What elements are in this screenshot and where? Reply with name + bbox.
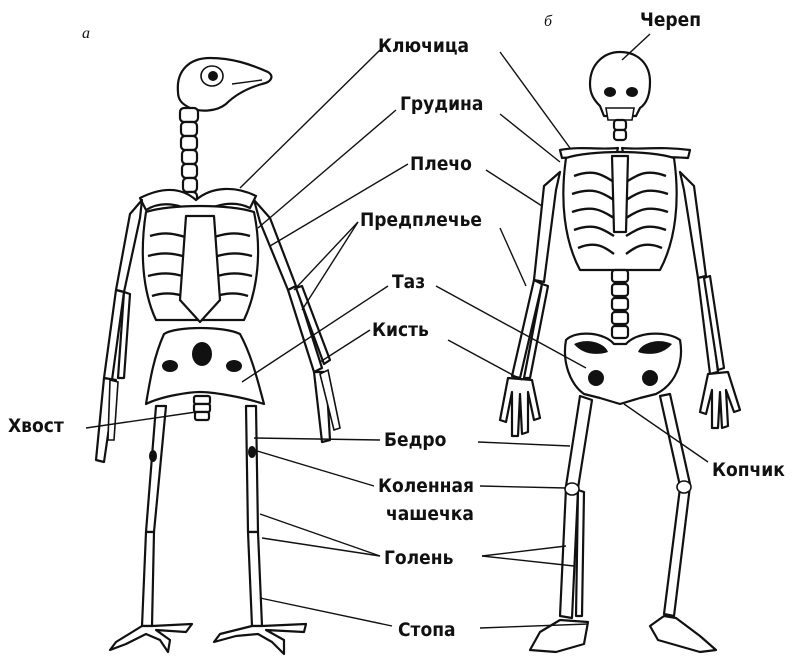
label-kneecap-line1: Коленная <box>378 475 474 497</box>
label-skull: Череп <box>640 9 701 31</box>
human-spine <box>612 270 628 338</box>
label-tail: Хвост <box>8 415 64 437</box>
label-shin: Голень <box>384 547 454 569</box>
bird-skeleton <box>96 58 340 654</box>
label-foot: Стопа <box>398 619 456 641</box>
bird-skull <box>178 58 272 111</box>
label-coccyx: Копчик <box>712 459 785 481</box>
human-skull <box>590 52 650 116</box>
label-humerus: Плечо <box>410 153 472 175</box>
panel-label-a: а <box>82 25 90 42</box>
label-pelvis: Таз <box>392 271 425 293</box>
human-ribcage <box>563 152 676 270</box>
label-femur: Бедро <box>384 429 447 451</box>
bird-tail <box>194 396 210 420</box>
label-sternum: Грудина <box>400 93 483 115</box>
label-forearm: Предплечье <box>360 209 482 231</box>
label-hand: Кисть <box>372 319 429 341</box>
label-clavicle: Ключица <box>378 35 469 57</box>
label-kneecap-line2: чашечка <box>386 503 474 525</box>
bird-ribcage <box>143 206 258 322</box>
panel-label-b: б <box>544 13 553 30</box>
